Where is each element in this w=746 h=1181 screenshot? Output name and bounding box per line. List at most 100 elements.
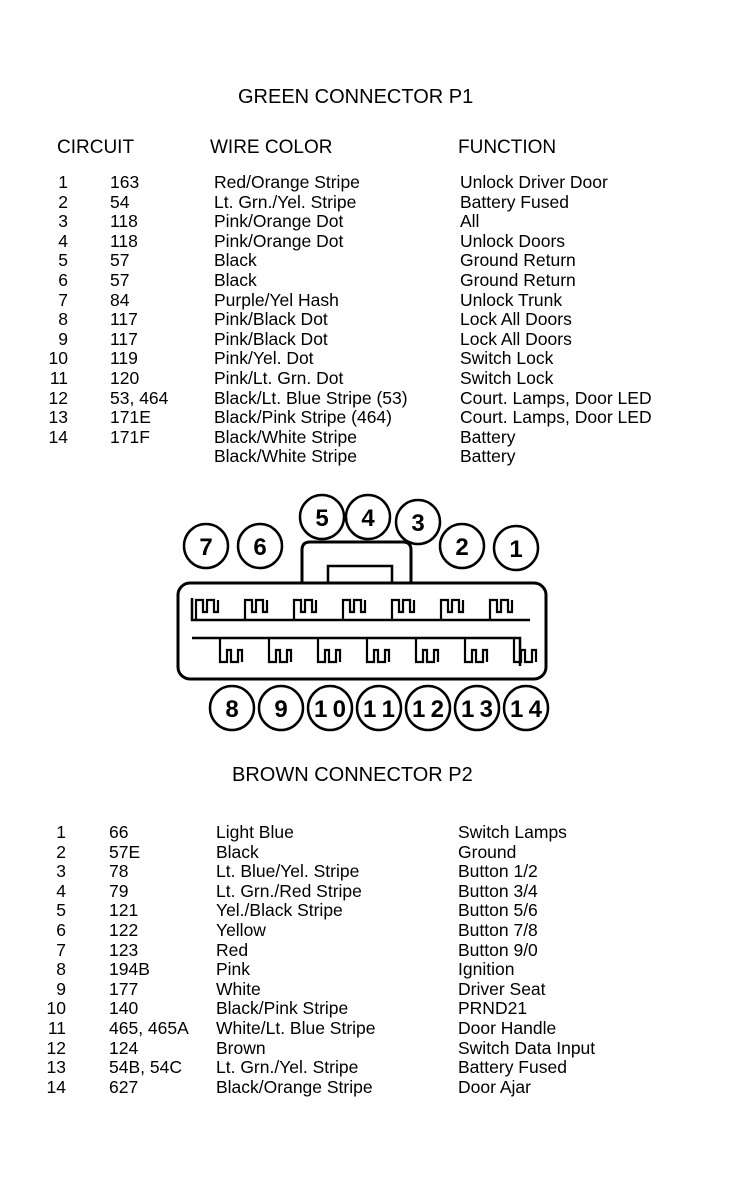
p2-circuit-number: 627 [109,1076,139,1097]
p2-pin-number: 9 [56,978,66,999]
pin-number-label: 2 [455,534,468,561]
p1-circuit-number: 171E [110,407,151,428]
terminal-slot [316,638,342,664]
p2-wire-color: White/Lt. Blue Stripe [216,1018,376,1038]
p2-pin-number: 13 [46,1057,66,1078]
pin-number-label: 4 [361,505,375,532]
pin-circle [298,493,346,541]
p1-wire-color: Pink/Orange Dot [214,230,344,251]
pin-circle [438,522,486,570]
p1-circuit-number: 53, 464 [110,387,169,408]
p1-function: Switch Lock [460,348,554,369]
header-wire-color: WIRE COLOR [210,137,333,158]
p2-wire-color: Pink [216,959,251,980]
p1-function: Battery Fused [460,191,569,212]
p1-pin-number: 2 [58,191,68,212]
p2-pin-number: 1 [56,822,66,842]
p1-pin-number: 7 [58,289,68,310]
pin-circle [236,522,284,570]
p1-circuit-number: 57 [110,270,130,290]
p2-function: PRND21 [458,998,528,1019]
p1-wire-color: Black/Lt. Blue Stripe (53) [214,387,408,408]
p1-circuit-number: 118 [110,230,138,251]
p2-wire-color: Brown [216,1037,266,1058]
p2-function: Button 3/4 [458,880,538,901]
pin-circle [208,684,256,732]
p2-pin-number: 7 [56,939,66,960]
p1-wire-color: Lt. Grn./Yel. Stripe [214,191,357,212]
terminal-slot [341,598,367,620]
p1-pin-number: 11 [49,368,68,388]
pin-number-label: 7 [199,534,212,561]
p2-circuit-number: 121 [109,900,139,921]
p1-pin-number: 3 [58,211,68,232]
p2-pin-number: 8 [56,959,66,980]
pin-circle [355,684,403,732]
connector-key-notch [326,564,394,583]
pin-number-label: 8 [225,696,238,723]
p1-circuit-number: 171F [110,426,150,447]
p2-pin-number: 12 [46,1037,66,1058]
pin-circle [394,498,442,546]
p2-function: Driver Seat [458,978,546,999]
terminal-slot [439,598,465,620]
terminals-bottom [218,638,538,664]
connector-body [176,581,548,681]
p1-wire-color: Pink/Black Dot [214,328,328,349]
p2-function: Ignition [458,959,515,980]
p2-wire-color: White [216,978,261,999]
p1-pin-number: 13 [48,407,68,428]
p1-circuit-number: 117 [110,328,138,349]
p2-wire-color: Black/Pink Stripe [216,998,349,1019]
header-circuit: CIRCUIT [57,137,135,158]
p1-function: Court. Lamps, Door LED [460,387,652,408]
p1-function: Lock All Doors [460,328,572,349]
pin-number-label: 6 [253,534,266,561]
p2-pin-number: 4 [56,880,66,901]
p1-wire-color: Pink/Lt. Grn. Dot [214,368,344,388]
p1-circuit-number: 84 [110,289,130,310]
connector-key-tab [300,540,413,583]
p1-wire-color: Black/White Stripe [214,426,357,447]
p2-circuit-number: 66 [109,822,129,842]
pin-circle [404,684,452,732]
p2-function: Button 5/6 [458,900,538,921]
terminal-slot [463,638,489,664]
pin-number-label: 5 [315,505,328,532]
p1-function: Ground Return [460,250,576,271]
p1-function: Battery [460,426,516,447]
p1-pin-number: 9 [58,328,68,349]
terminal-slot [390,598,416,620]
p2-function: Switch Lamps [458,822,567,842]
p2-wire-color: Black/Orange Stripe [216,1076,373,1097]
pin-circle [344,493,392,541]
p1-pin-number: 6 [58,270,68,290]
p2-function: Battery Fused [458,1057,567,1078]
p1-pin-number: 10 [48,348,68,369]
p2-circuit-number: 57E [109,841,141,862]
p1-pin-number: 14 [48,426,68,447]
terminal-slot [267,638,293,664]
p1-wire-color: Pink/Orange Dot [214,211,344,232]
p1-wire-color: Black [214,250,257,271]
p2-wire-color: Light Blue [216,822,294,842]
p1-function: All [460,211,480,232]
